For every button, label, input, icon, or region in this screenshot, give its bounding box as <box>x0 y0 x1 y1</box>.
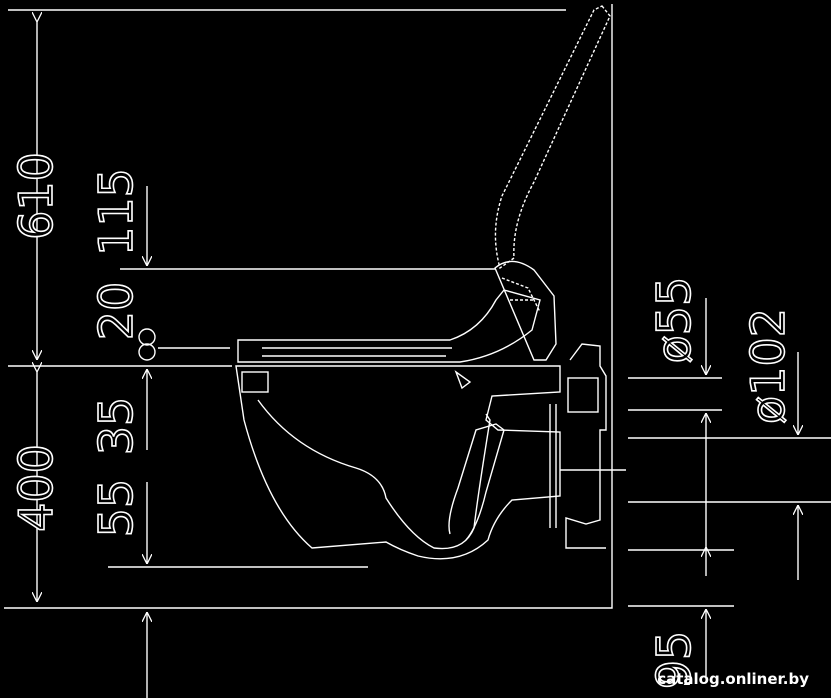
dimension-400-label: 400 <box>9 444 63 532</box>
seat-hinge-dashed <box>501 277 541 313</box>
dimension-610-label: 610 <box>9 152 63 240</box>
seat-circle-bottom <box>138 343 156 361</box>
flush-nozzle <box>454 370 472 390</box>
bracket-plate <box>567 377 599 413</box>
dimension-95-label: 95 <box>647 631 701 690</box>
bowl-rim-block <box>241 371 269 393</box>
bowl-outline <box>235 365 561 560</box>
wall-bracket <box>565 343 607 549</box>
watermark-label: catalog.onliner.by <box>657 670 809 688</box>
bowl-inner <box>257 399 491 550</box>
seat-outline <box>237 289 541 363</box>
dimension-55-label: 55 <box>89 479 143 538</box>
dimension-115-label: 115 <box>89 168 143 256</box>
dimension-20-label: 20 <box>89 282 143 341</box>
seat-circle-top <box>138 328 156 346</box>
bowl-trap <box>448 423 505 541</box>
dimension-ø55-label: ø55 <box>647 277 701 364</box>
lid-outline <box>494 5 611 270</box>
dimension-35-label: 35 <box>89 397 143 456</box>
seat-hinge <box>494 260 557 361</box>
wall-outline <box>4 4 613 609</box>
dimension-ø102-label: ø102 <box>741 308 795 424</box>
